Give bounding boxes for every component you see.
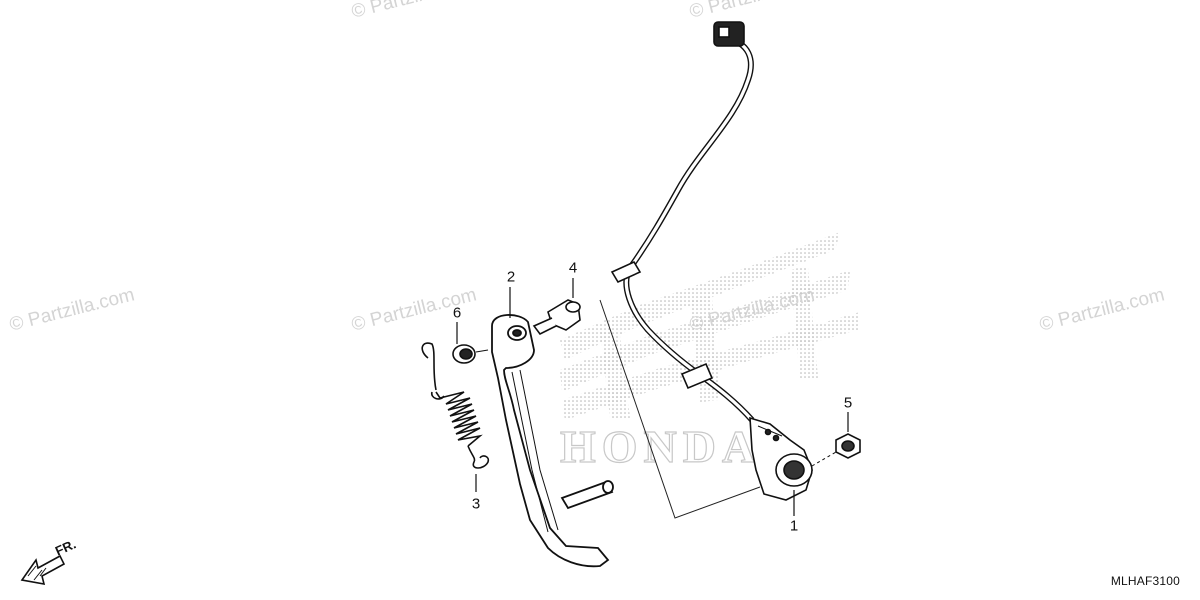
side-stand-spring [421, 342, 490, 469]
callout-1[interactable]: 1 [789, 517, 799, 535]
diagram-code: MLHAF3100 [1110, 574, 1180, 588]
side-stand-switch [610, 21, 837, 501]
group-frame-line [599, 299, 761, 519]
callout-leaders [456, 278, 849, 516]
front-direction-arrow-icon [20, 554, 66, 586]
callout-5[interactable]: 5 [843, 394, 853, 412]
callout-3[interactable]: 3 [471, 495, 481, 513]
side-stand [491, 314, 614, 568]
callout-4[interactable]: 4 [568, 259, 578, 277]
switch-bolt [835, 433, 861, 459]
callout-2[interactable]: 2 [506, 268, 516, 286]
honda-logo-text: HONDA [560, 421, 761, 472]
stand-nut [452, 344, 489, 364]
callout-6[interactable]: 6 [452, 304, 462, 322]
pivot-bolt [532, 299, 581, 336]
